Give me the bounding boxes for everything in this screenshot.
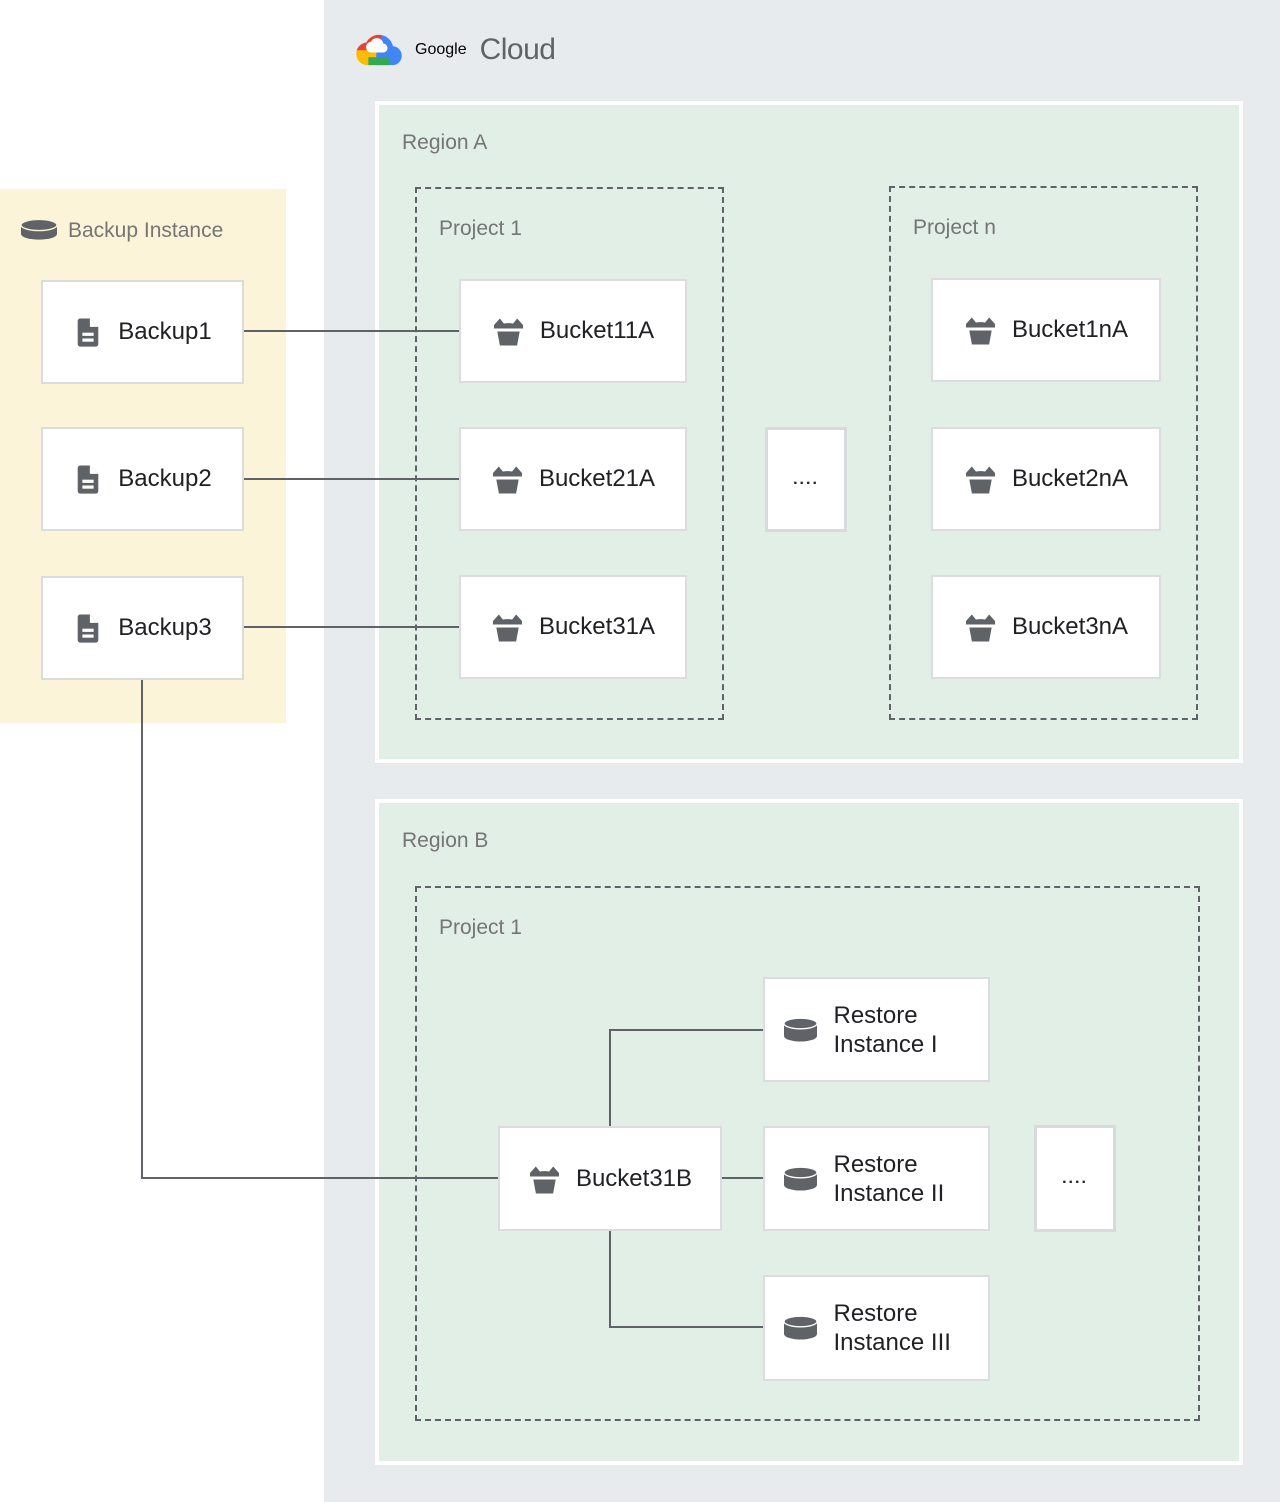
bucket-icon	[491, 612, 524, 642]
file-icon	[73, 317, 103, 348]
node-backup2: Backup2	[41, 427, 244, 531]
ellipsis-box-region-b: ....	[1034, 1125, 1116, 1232]
node-bucket11a: Bucket11A	[459, 279, 687, 383]
node-label: Restore Instance III	[833, 1300, 951, 1356]
node-label: Restore Instance I	[833, 1001, 938, 1058]
google-cloud-logo-icon	[356, 31, 402, 69]
database-icon	[782, 1166, 819, 1192]
project-na-label: Project n	[913, 216, 996, 239]
backup-instance-title: Backup Instance	[68, 219, 224, 242]
connector-bucket31b-restore2	[722, 1177, 763, 1179]
bucket-icon	[964, 464, 997, 494]
node-label: Backup2	[118, 465, 212, 492]
node-label: Bucket31A	[538, 613, 656, 640]
bucket-icon	[491, 464, 524, 494]
backup-instance-header: Backup Instance	[20, 218, 223, 244]
node-label: Backup1	[118, 318, 212, 345]
ellipsis-label: ....	[793, 470, 819, 488]
node-label: Bucket1nA	[1011, 316, 1129, 343]
node-label: Restore Instance II	[833, 1150, 945, 1207]
project-1b-label: Project 1	[439, 916, 522, 939]
connector-bucket31b-restore1	[609, 1029, 763, 1031]
google-cloud-logo: Google Cloud	[356, 31, 556, 69]
database-icon	[20, 218, 58, 244]
project-1-region-b: Project 1	[415, 886, 1200, 1421]
file-icon	[73, 464, 103, 495]
file-icon	[73, 613, 103, 644]
node-label: Bucket21A	[538, 465, 656, 492]
logo-text-google: Google	[415, 41, 467, 58]
connector-bucket31b-restore3	[609, 1326, 763, 1328]
region-b-label: Region B	[402, 829, 489, 852]
database-icon	[782, 1017, 819, 1043]
project-n-region-a: Project n	[889, 186, 1198, 720]
connector-backup1-bucket11a	[244, 330, 459, 332]
connector-backup3-bucket31b-horizontal	[141, 1177, 498, 1179]
region-a-label: Region A	[402, 131, 488, 154]
node-backup3: Backup3	[41, 576, 244, 680]
node-label: Bucket31B	[575, 1164, 693, 1192]
bucket-icon	[492, 316, 525, 346]
connector-bucket31b-down	[609, 1231, 611, 1328]
connector-backup3-bucket31a	[244, 626, 459, 628]
connector-bucket31b-up	[609, 1029, 611, 1126]
connector-backup3-bucket31b-vertical	[141, 680, 143, 1179]
database-icon	[782, 1315, 819, 1341]
node-restore-instance-2: Restore Instance II	[763, 1126, 990, 1231]
node-bucket31a: Bucket31A	[459, 575, 687, 679]
logo-text-cloud: Cloud	[479, 33, 556, 66]
node-restore-instance-1: Restore Instance I	[763, 977, 990, 1082]
node-label: Bucket2nA	[1011, 465, 1129, 492]
bucket-icon	[964, 315, 997, 345]
node-bucket21a: Bucket21A	[459, 427, 687, 531]
node-bucket1na: Bucket1nA	[931, 278, 1161, 382]
ellipsis-label: ....	[1062, 1169, 1088, 1187]
node-label: Bucket11A	[539, 317, 655, 344]
node-label: Bucket3nA	[1011, 613, 1129, 640]
project-1a-label: Project 1	[439, 217, 522, 240]
bucket-icon	[964, 612, 997, 642]
ellipsis-box-region-a: ....	[765, 427, 847, 532]
node-bucket2na: Bucket2nA	[931, 427, 1161, 531]
node-label: Backup3	[118, 614, 212, 641]
node-bucket3na: Bucket3nA	[931, 575, 1161, 679]
bucket-icon	[528, 1164, 561, 1194]
node-backup1: Backup1	[41, 280, 244, 384]
connector-backup2-bucket21a	[244, 478, 459, 480]
node-restore-instance-3: Restore Instance III	[763, 1275, 990, 1381]
project-1-region-a: Project 1	[415, 187, 724, 720]
node-bucket31b: Bucket31B	[498, 1126, 722, 1231]
